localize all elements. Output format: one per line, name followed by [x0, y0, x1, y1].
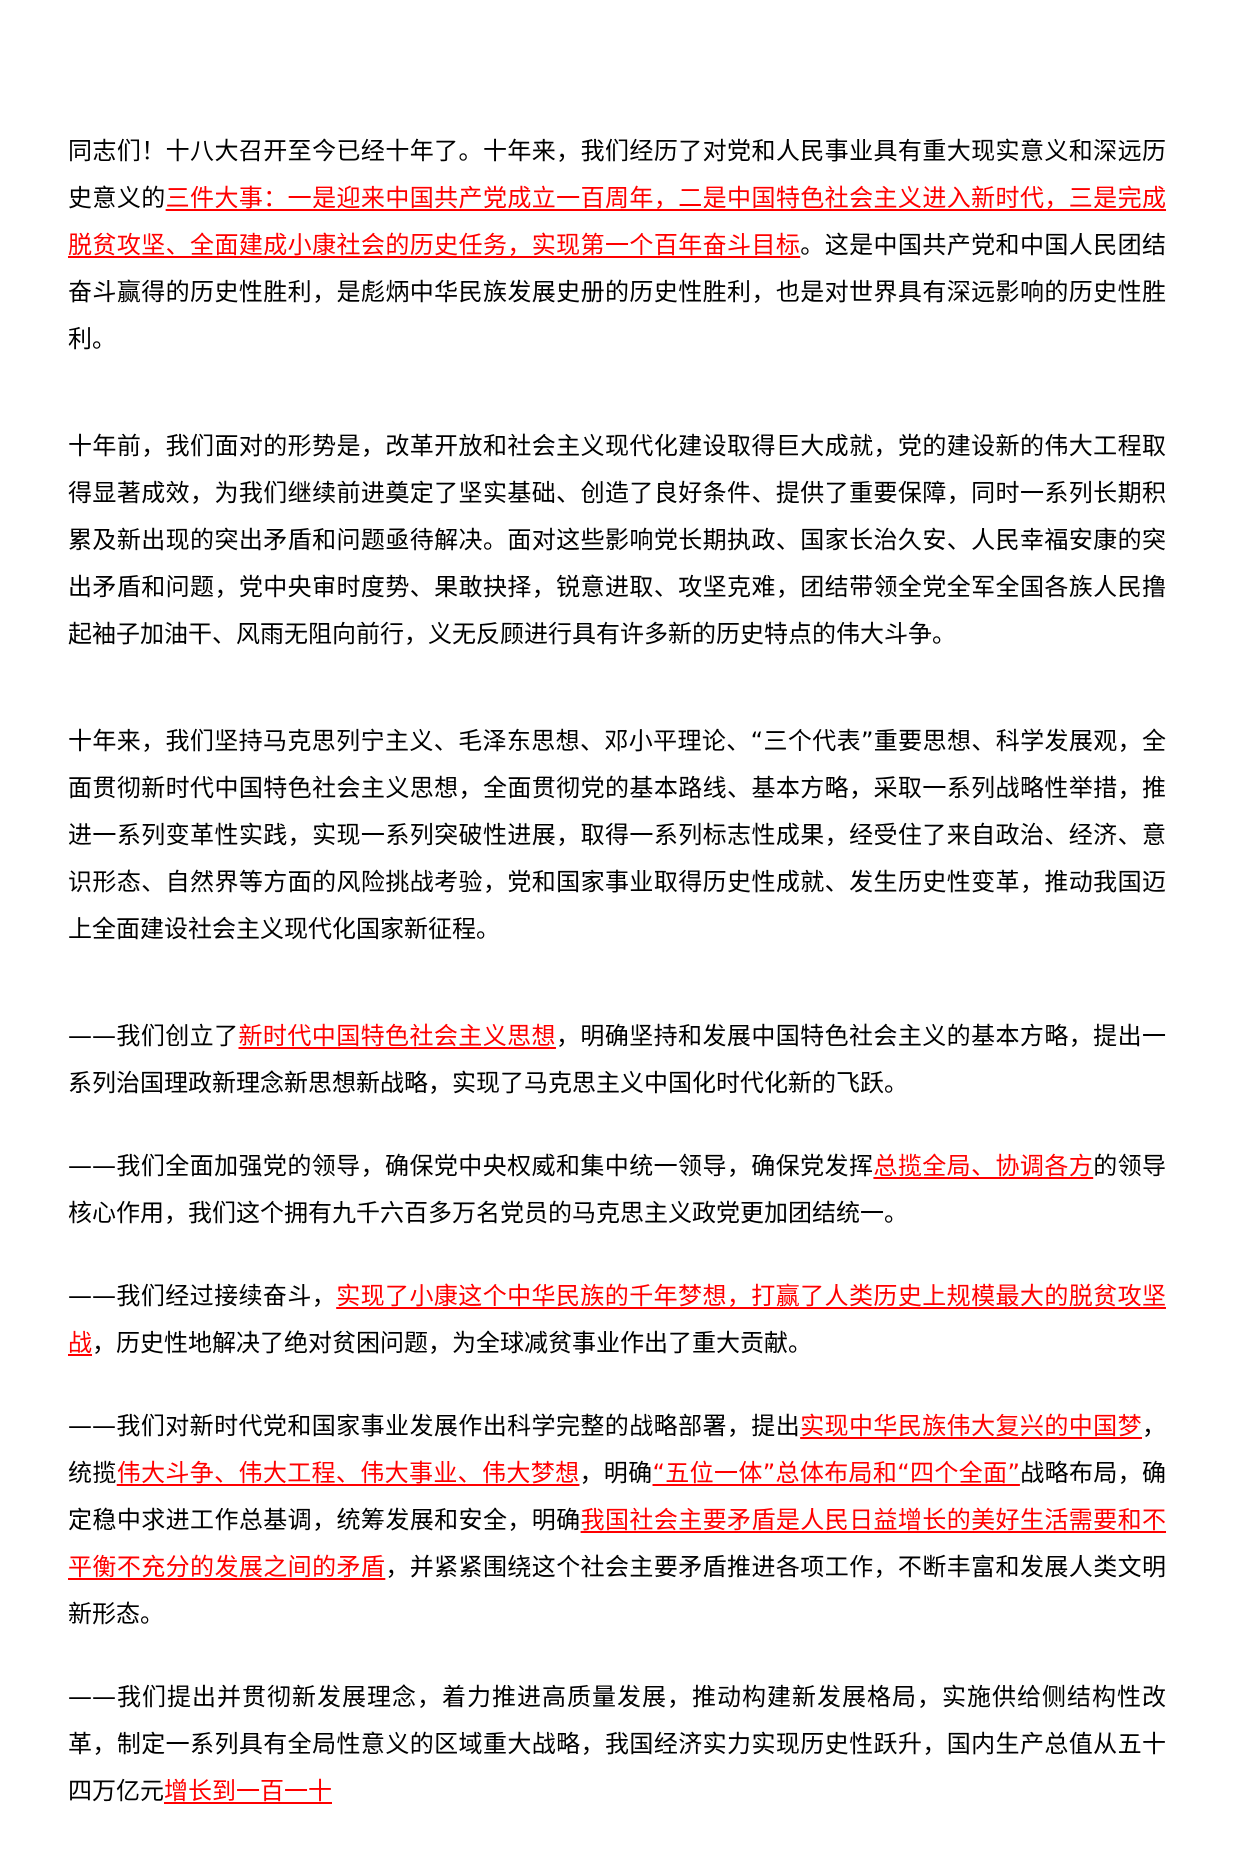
highlighted-text: “五位一体”总体布局和“四个全面”	[652, 1459, 1020, 1487]
highlighted-text: 我国社会主要矛盾是人民日益增长的美好生活需要和不平衡不充分的发展之间的矛盾	[68, 1506, 1167, 1581]
text-segment: ——我们全面加强党的领导，确保党中央权威和集中统一领导，确保党发挥	[68, 1152, 874, 1180]
paragraph-new-era-thought: ——我们创立了新时代中国特色社会主义思想，明确坚持和发展中国特色社会主义的基本方…	[68, 1013, 1166, 1107]
paragraph-strategic-deployment: ——我们对新时代党和国家事业发展作出科学完整的战略部署，提出实现中华民族伟大复兴…	[68, 1403, 1166, 1638]
text-segment: ——我们对新时代党和国家事业发展作出科学完整的战略部署，提出	[68, 1412, 801, 1440]
paragraph-ten-years-ago: 十年前，我们面对的形势是，改革开放和社会主义现代化建设取得巨大成就，党的建设新的…	[68, 423, 1166, 658]
highlighted-text: 增长到一百一十	[164, 1777, 332, 1805]
text-segment: ——我们经过接续奋斗，	[68, 1282, 337, 1310]
highlighted-text: 总揽全局、协调各方	[873, 1152, 1094, 1180]
text-segment: ，并紧紧围绕这个社会主要矛盾推进各项工作，不断丰富和发展人类文明新形态。	[68, 1553, 1167, 1628]
highlighted-text: 实现了小康这个中华民族的千年梦想，打赢了人类历史上规模最大的脱贫攻坚战	[68, 1282, 1166, 1357]
text-segment: 十年来，我们坚持马克思列宁主义、毛泽东思想、邓小平理论、“三个代表”重要思想、科…	[68, 727, 1166, 943]
highlighted-text: 伟大斗争、伟大工程、伟大事业、伟大梦想	[116, 1459, 580, 1487]
highlighted-text: 实现中华民族伟大复兴的中国梦	[800, 1412, 1143, 1440]
text-segment: ，统揽	[68, 1412, 1167, 1487]
paragraph-new-development: ——我们提出并贯彻新发展理念，着力推进高质量发展，推动构建新发展格局，实施供给侧…	[68, 1674, 1166, 1815]
document-page: 同志们！十八大召开至今已经十年了。十年来，我们经历了对党和人民事业具有重大现实意…	[68, 128, 1166, 1851]
text-segment: ，历史性地解决了绝对贫困问题，为全球减贫事业作出了重大贡献。	[92, 1329, 812, 1357]
text-segment: 十年前，我们面对的形势是，改革开放和社会主义现代化建设取得巨大成就，党的建设新的…	[68, 432, 1166, 648]
text-segment: ，明确坚持和发展中国特色社会主义的基本方略，提出一系列治国理政新理念新思想新战略…	[68, 1022, 1167, 1097]
highlighted-text: 三件大事：一是迎来中国共产党成立一百周年，二是中国特色社会主义进入新时代，三是完…	[68, 184, 1167, 259]
paragraph-party-leadership: ——我们全面加强党的领导，确保党中央权威和集中统一领导，确保党发挥总揽全局、协调…	[68, 1143, 1166, 1237]
text-segment: 同志们！十八大召开至今已经十年了。十年来，我们经历了对党和人民事业具有重大现实意…	[68, 137, 1166, 212]
text-segment: 的领导核心作用，我们这个拥有九千六百多万名党员的马克思主义政党更加团结统一。	[68, 1152, 1167, 1227]
highlighted-text: 新时代中国特色社会主义思想	[238, 1022, 556, 1050]
paragraph-three-major-events: 同志们！十八大召开至今已经十年了。十年来，我们经历了对党和人民事业具有重大现实意…	[68, 128, 1166, 363]
text-segment: ，明确	[579, 1459, 653, 1487]
text-segment: 战略布局，确定稳中求进工作总基调，统筹发展和安全，明确	[68, 1459, 1167, 1534]
paragraph-ten-years-since: 十年来，我们坚持马克思列宁主义、毛泽东思想、邓小平理论、“三个代表”重要思想、科…	[68, 718, 1166, 953]
text-segment: ——我们创立了	[68, 1022, 239, 1050]
paragraph-poverty-alleviation: ——我们经过接续奋斗，实现了小康这个中华民族的千年梦想，打赢了人类历史上规模最大…	[68, 1273, 1166, 1367]
text-segment: 。这是中国共产党和中国人民团结奋斗赢得的历史性胜利，是彪炳中华民族发展史册的历史…	[68, 231, 1167, 353]
